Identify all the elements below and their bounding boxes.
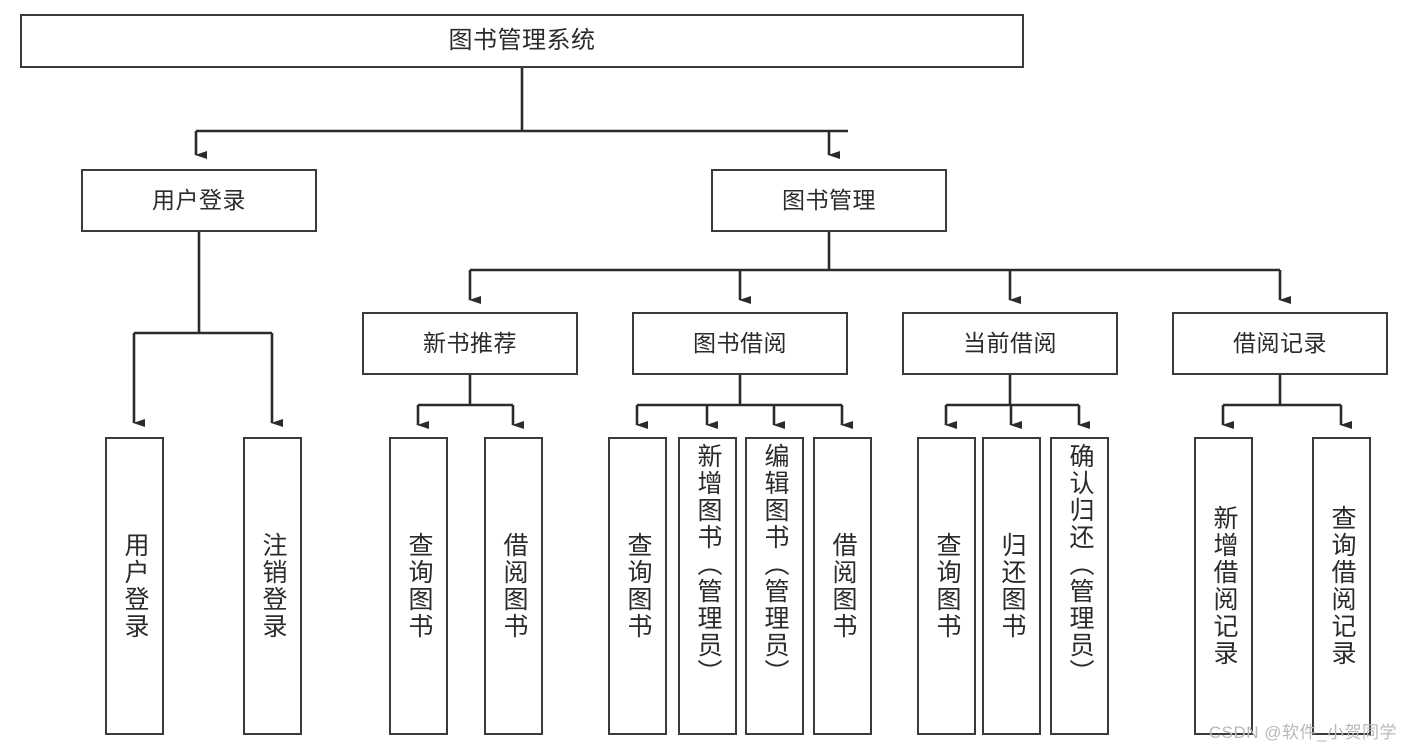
node-leaf-return-book[interactable]: 归还图书	[982, 437, 1041, 735]
node-leaf-add-book[interactable]: 新增图书（管理员）	[678, 437, 737, 735]
node-borrow-record-label: 借阅记录	[1233, 329, 1327, 356]
node-leaf-query-book-2-label: 查询图书	[624, 532, 652, 640]
node-current-borrow-label: 当前借阅	[963, 329, 1057, 356]
node-leaf-confirm-return[interactable]: 确认归还（管理员）	[1050, 437, 1109, 735]
node-leaf-query-book-1-label: 查询图书	[405, 532, 433, 640]
node-root-label: 图书管理系统	[448, 26, 596, 54]
node-leaf-query-record[interactable]: 查询借阅记录	[1312, 437, 1371, 735]
node-new-book-recommend[interactable]: 新书推荐	[362, 312, 578, 375]
node-leaf-add-record[interactable]: 新增借阅记录	[1194, 437, 1253, 735]
node-leaf-query-book-3[interactable]: 查询图书	[917, 437, 976, 735]
node-leaf-add-record-label: 新增借阅记录	[1210, 505, 1238, 667]
node-leaf-borrow-book-1-label: 借阅图书	[500, 532, 528, 640]
node-leaf-user-login-label: 用户登录	[121, 532, 149, 640]
node-leaf-add-book-label: 新增图书（管理员）	[694, 443, 722, 686]
node-leaf-user-login[interactable]: 用户登录	[105, 437, 164, 735]
node-current-borrow[interactable]: 当前借阅	[902, 312, 1118, 375]
node-leaf-logout-login[interactable]: 注销登录	[243, 437, 302, 735]
node-leaf-edit-book-label: 编辑图书（管理员）	[761, 443, 789, 686]
node-user-login-label: 用户登录	[152, 186, 246, 213]
node-book-borrow-label: 图书借阅	[693, 329, 787, 356]
node-book-management[interactable]: 图书管理	[711, 169, 947, 232]
node-new-book-recommend-label: 新书推荐	[423, 329, 517, 356]
node-leaf-borrow-book-2-label: 借阅图书	[829, 532, 857, 640]
watermark: CSDN @软件_小贺同学	[1208, 723, 1397, 742]
node-leaf-query-book-3-label: 查询图书	[933, 532, 961, 640]
node-leaf-edit-book[interactable]: 编辑图书（管理员）	[745, 437, 804, 735]
node-leaf-borrow-book-2[interactable]: 借阅图书	[813, 437, 872, 735]
node-leaf-logout-login-label: 注销登录	[259, 532, 287, 640]
node-leaf-query-book-2[interactable]: 查询图书	[608, 437, 667, 735]
node-user-login[interactable]: 用户登录	[81, 169, 317, 232]
node-leaf-query-book-1[interactable]: 查询图书	[389, 437, 448, 735]
node-book-borrow[interactable]: 图书借阅	[632, 312, 848, 375]
node-leaf-borrow-book-1[interactable]: 借阅图书	[484, 437, 543, 735]
node-leaf-query-record-label: 查询借阅记录	[1328, 505, 1356, 667]
node-borrow-record[interactable]: 借阅记录	[1172, 312, 1388, 375]
node-leaf-confirm-return-label: 确认归还（管理员）	[1066, 443, 1094, 686]
node-root[interactable]: 图书管理系统	[20, 14, 1024, 68]
node-book-management-label: 图书管理	[782, 186, 876, 213]
node-leaf-return-book-label: 归还图书	[998, 532, 1026, 640]
